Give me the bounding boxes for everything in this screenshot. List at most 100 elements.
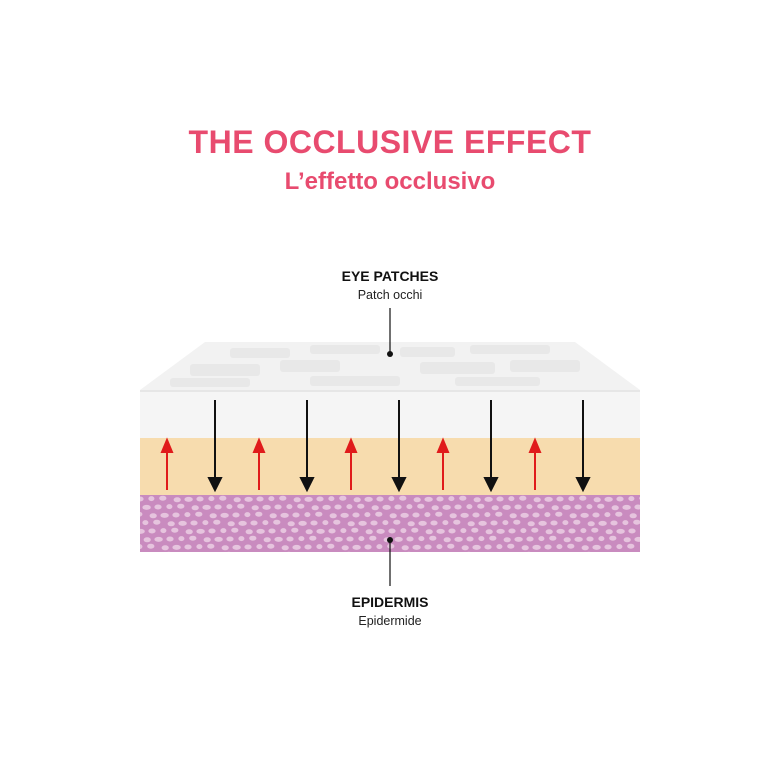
epidermis-cell [406, 504, 413, 510]
epidermis-cell [508, 496, 515, 502]
down-arrows [207, 400, 591, 493]
epidermis-cell [315, 511, 323, 517]
epidermis-cell [436, 544, 443, 550]
epidermis-cell [527, 521, 535, 527]
epidermis-cell [232, 544, 241, 550]
epidermis-cell [491, 505, 499, 511]
epidermis-cell [305, 529, 313, 535]
epidermis-cell [574, 504, 582, 510]
epidermis-cell [184, 496, 193, 502]
epidermis-cell [531, 527, 539, 533]
epidermis-cell [231, 527, 239, 533]
epidermis-cell [140, 528, 145, 534]
epidermis-cell [238, 520, 247, 526]
eye-patches-label: EYE PATCHES [341, 268, 439, 284]
epidermis-cell [273, 519, 281, 525]
epidermis-cell [394, 552, 400, 557]
epidermis-cell [615, 511, 623, 517]
epidermis-cell [598, 536, 605, 542]
epidermis-cell [382, 553, 389, 558]
epidermis-cell [424, 512, 431, 518]
epidermis-cell [394, 536, 403, 542]
epidermis-cell [388, 496, 395, 502]
epidermis-cell [460, 528, 467, 534]
epidermis-cell [443, 537, 451, 543]
epidermis-cell [454, 552, 460, 557]
epidermis-cell [237, 503, 245, 509]
epidermis-cell [605, 529, 613, 535]
epidermis-cell [496, 528, 505, 534]
epidermis-cell [382, 504, 391, 510]
epidermis-cell [154, 552, 160, 557]
epidermis-cell [431, 505, 439, 511]
epidermis-cell [172, 512, 180, 518]
epidermis-cell [293, 497, 301, 503]
epidermis-cell [411, 527, 419, 533]
epidermis-cell [407, 521, 415, 527]
epidermis-cell [256, 528, 265, 534]
epidermis-cell [460, 512, 469, 518]
epidermis-cell [473, 497, 481, 503]
epidermis-cell [190, 553, 198, 558]
epidermis-cell [442, 504, 451, 510]
epidermis-cell [406, 536, 414, 542]
epidermis-cell [171, 527, 179, 533]
epidermis-cell [461, 545, 469, 551]
epidermis-cell [514, 552, 520, 557]
epidermis-cell [148, 528, 156, 534]
epidermis-cell [220, 528, 227, 534]
epidermis-cell [496, 544, 503, 550]
epidermis-cell [352, 544, 361, 550]
epidermis-cell [202, 520, 209, 526]
epidermis-cell [376, 528, 385, 534]
epidermis-cell [537, 503, 545, 509]
epidermis-cell [190, 520, 198, 526]
epidermis-cell [526, 536, 534, 542]
epidermis-cell [555, 511, 563, 517]
epidermis-cell [454, 504, 462, 510]
epidermis-cell [610, 553, 618, 558]
epidermis-cell [587, 551, 591, 552]
epidermis-leader-dot [387, 537, 393, 543]
epidermis-cell [526, 504, 533, 510]
epidermis-cell [250, 520, 258, 526]
epidermis-cell [334, 552, 340, 557]
epidermis-cell [514, 504, 522, 510]
epidermis-cell [173, 497, 181, 503]
epidermis-cell [551, 505, 559, 511]
epidermis-cell [177, 503, 185, 509]
epidermis-cell [519, 495, 527, 501]
epidermis-cell [412, 512, 420, 518]
epidermis-cell [563, 537, 571, 543]
epidermis-cell [214, 504, 222, 510]
epidermis-sublabel: Epidermide [358, 614, 422, 628]
epidermis-cell [172, 544, 181, 550]
epidermis-cell [634, 536, 640, 542]
epidermis-cell [160, 512, 169, 518]
epidermis-cell [628, 528, 636, 534]
epidermis-cell [466, 536, 474, 542]
epidermis-cell [436, 496, 444, 502]
epidermis-cell [140, 511, 143, 517]
epidermis-cell [424, 496, 433, 502]
epidermis-cell [616, 544, 623, 550]
epidermis-cell [166, 536, 174, 542]
epidermis-cell [622, 553, 629, 558]
epidermis-cell [209, 513, 217, 519]
epidermis-cell [256, 544, 263, 550]
epidermis-cell [346, 536, 354, 542]
epidermis-cell [600, 553, 607, 558]
epidermis-cell [430, 553, 438, 558]
epidermis-cell [323, 537, 331, 543]
epidermis-cell [502, 504, 511, 510]
epidermis-cell [604, 544, 612, 550]
epidermis-cell [316, 544, 323, 550]
epidermis-cell [604, 496, 613, 502]
epidermis-cell [185, 529, 193, 535]
epidermis-cell [495, 511, 503, 517]
epidermis-cell [358, 520, 367, 526]
epidermis-cell [586, 536, 594, 542]
epidermis-cell [549, 535, 557, 541]
epidermis-cell [550, 553, 558, 558]
